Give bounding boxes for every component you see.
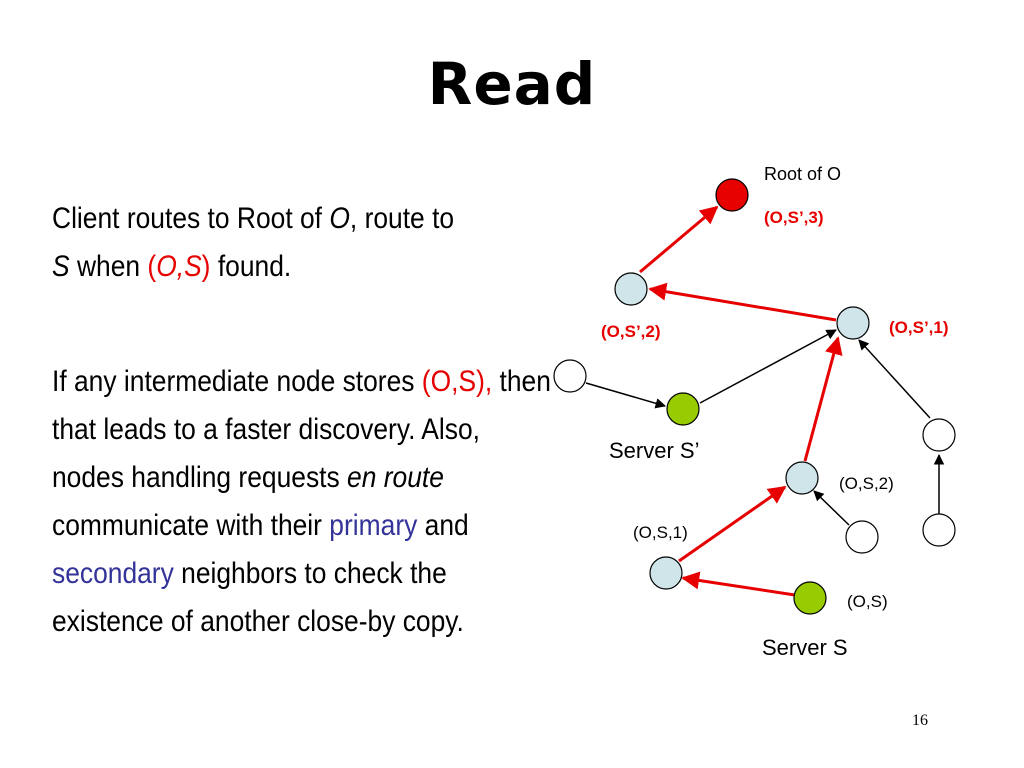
route-arrow-os2-to-os1prime <box>803 336 843 462</box>
route-arrow-os1prime-to-os2prime <box>648 282 837 322</box>
paragraph-intermediate-nodes: If any intermediate node stores (O,S), t… <box>52 365 551 638</box>
label-server-s: Server S <box>762 635 848 660</box>
node-plain-right <box>922 418 956 452</box>
arrow-small-node-to-os2 <box>813 490 850 526</box>
label-os2-prime: (O,S’,2) <box>601 322 661 341</box>
secondary-term: secondary <box>52 557 174 590</box>
node-plain-left <box>553 359 587 393</box>
arrow-right-node-to-os1prime <box>858 339 931 419</box>
label-os-1: (O,S,1) <box>633 523 688 542</box>
node-os2-prime <box>614 272 648 306</box>
route-arrow-os2prime-to-root <box>639 205 719 274</box>
node-plain-small <box>845 520 879 554</box>
label-root-of-o: Root of O <box>764 164 841 184</box>
slide-title: Read <box>427 50 597 118</box>
route-arrow-os1-to-os2 <box>678 485 787 563</box>
node-os1-prime <box>836 306 870 340</box>
arrow-node-to-server-s-prime <box>585 382 667 409</box>
node-os-1 <box>649 556 683 590</box>
root-node <box>715 178 749 212</box>
node-plain-bottom-right <box>922 513 956 547</box>
server-s-prime-node <box>666 392 700 426</box>
page-number: 16 <box>912 712 928 729</box>
label-os-2: (O,S,2) <box>839 474 894 493</box>
node-os-2 <box>785 461 819 495</box>
paragraph-client-routes: Client routes to Root of O, route to S w… <box>52 202 455 283</box>
route-arrow-server-to-os1 <box>681 571 809 599</box>
arrow-server-s-prime-to-os1prime <box>699 329 837 404</box>
label-server-s-prime: Server S’ <box>609 438 699 463</box>
primary-term: primary <box>329 509 418 542</box>
label-os1-prime: (O,S’,1) <box>889 318 949 337</box>
server-s-node <box>793 581 827 615</box>
label-os3: (O,S’,3) <box>764 208 824 227</box>
label-os: (O,S) <box>847 592 888 611</box>
